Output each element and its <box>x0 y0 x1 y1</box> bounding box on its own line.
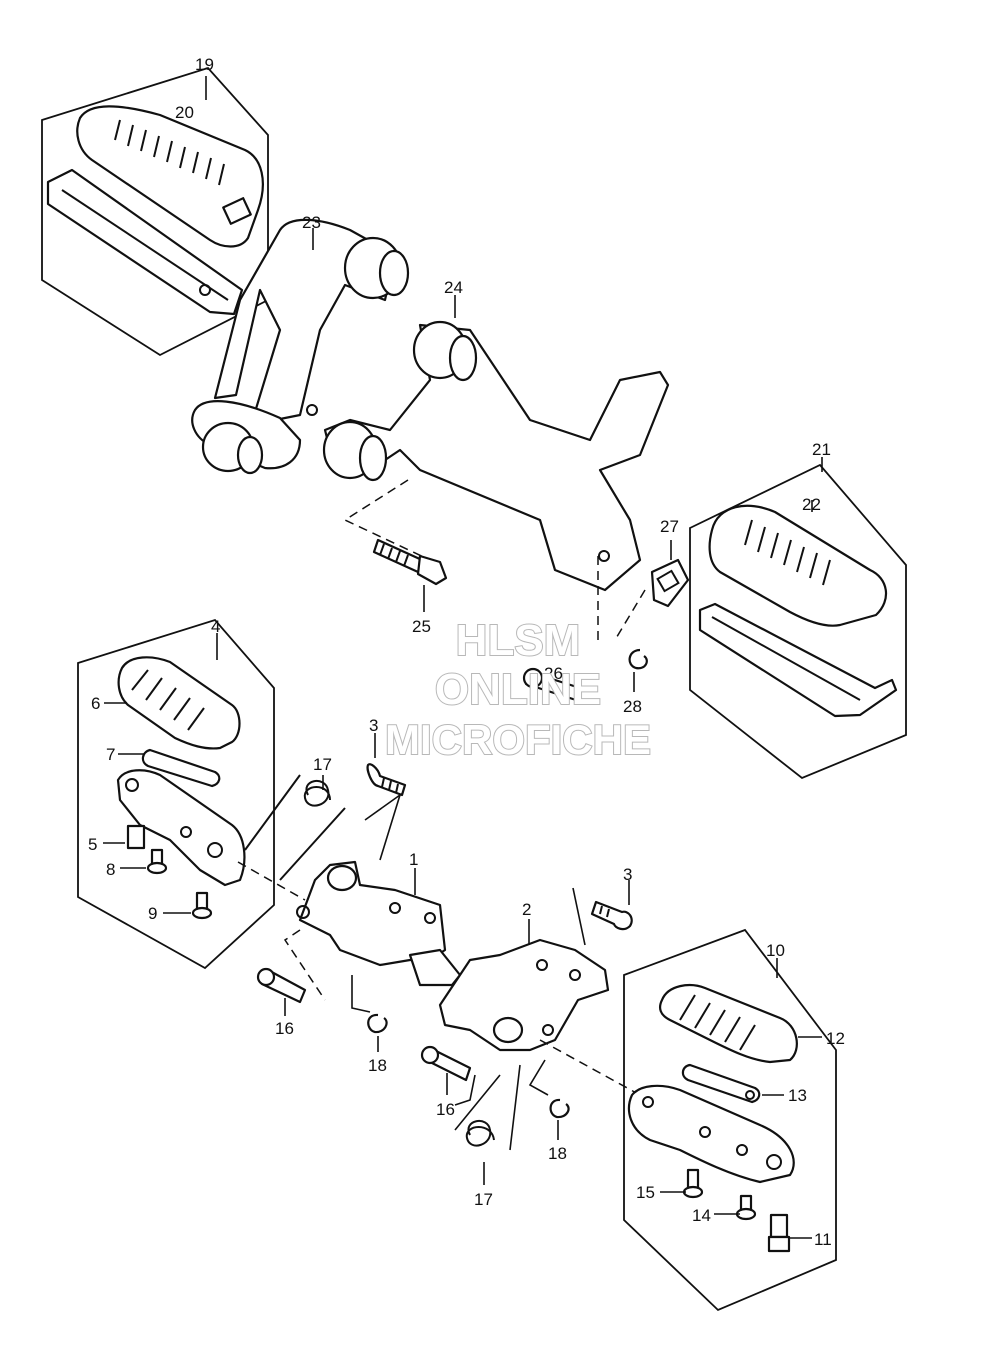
leader-2-10 <box>539 1039 641 1096</box>
watermark-line-3: MICROFICHE <box>385 716 651 763</box>
pin-16-right <box>420 1045 476 1106</box>
label-16-left: 16 <box>275 1019 294 1038</box>
label-5: 5 <box>88 835 97 854</box>
footrest-grip-12 <box>659 984 822 1064</box>
label-1: 1 <box>409 850 418 869</box>
bolt-5 <box>103 824 146 850</box>
label-9: 9 <box>148 904 157 923</box>
label-14: 14 <box>692 1206 711 1225</box>
pin-16-left <box>256 967 307 1016</box>
plate-13 <box>681 1063 784 1104</box>
label-18-right: 18 <box>548 1144 567 1163</box>
label-20: 20 <box>175 103 194 122</box>
spring-17-top <box>244 774 346 881</box>
spring-17-bottom <box>454 1064 521 1185</box>
rear-bracket-23 <box>191 218 410 475</box>
bolt-3-top <box>364 733 407 861</box>
label-27: 27 <box>660 517 679 536</box>
label-28: 28 <box>623 697 642 716</box>
rear-bracket-24 <box>322 295 670 592</box>
footrest-body-4 <box>116 769 246 887</box>
label-3-top: 3 <box>369 716 378 735</box>
label-25: 25 <box>412 617 431 636</box>
part-number-labels: 19 20 23 24 21 22 27 25 4 26 6 28 3 7 17… <box>88 55 845 1249</box>
bracket-1 <box>296 860 462 987</box>
label-17-top: 17 <box>313 755 332 774</box>
label-24: 24 <box>444 278 463 297</box>
bolt-11 <box>767 1213 812 1253</box>
watermark: HLSM ONLINE MICROFICHE <box>384 615 652 764</box>
footrest-body-10 <box>627 1084 795 1184</box>
label-21: 21 <box>812 440 831 459</box>
bolt-15 <box>660 1168 704 1199</box>
rear-footrest-grip-22 <box>708 500 887 627</box>
label-23: 23 <box>302 213 321 232</box>
bolt-8 <box>120 848 168 875</box>
pin-26 <box>522 667 582 702</box>
label-13: 13 <box>788 1086 807 1105</box>
label-16-right: 16 <box>436 1100 455 1119</box>
footrest-grip-6 <box>104 656 241 750</box>
label-6: 6 <box>91 694 100 713</box>
label-10: 10 <box>766 941 785 960</box>
label-18-left: 18 <box>368 1056 387 1075</box>
rear-footrest-plate-22 <box>698 602 898 718</box>
watermark-line-1: HLSM <box>456 616 581 665</box>
leader-4-1 <box>237 861 306 901</box>
label-4: 4 <box>211 617 220 636</box>
label-22: 22 <box>802 495 821 514</box>
group-box-10 <box>623 928 837 1312</box>
clip-18-left <box>351 975 388 1052</box>
label-26: 26 <box>544 664 563 683</box>
group-box-21 <box>689 457 907 780</box>
label-2: 2 <box>522 900 531 919</box>
leader-28 <box>614 589 646 641</box>
label-17-bottom: 17 <box>474 1190 493 1209</box>
rear-footrest-grip-20 <box>76 105 264 248</box>
bracket-2 <box>438 887 610 1052</box>
label-19: 19 <box>195 55 214 74</box>
plate-7 <box>118 748 221 788</box>
label-12: 12 <box>826 1029 845 1048</box>
label-11: 11 <box>814 1230 832 1249</box>
rear-footrest-plate-20 <box>46 168 244 316</box>
bolt-14 <box>714 1194 757 1221</box>
label-8: 8 <box>106 860 115 879</box>
label-15: 15 <box>636 1183 655 1202</box>
clip-18-right <box>528 1059 570 1140</box>
label-3-right: 3 <box>623 865 632 884</box>
bolt-3-right <box>590 880 633 931</box>
leader-1-16 <box>283 929 326 1001</box>
group-box-4 <box>77 618 275 970</box>
bolt-25 <box>372 538 448 612</box>
leader-23-25 <box>343 479 431 561</box>
watermark-line-2: ONLINE <box>435 665 601 714</box>
label-7: 7 <box>106 745 115 764</box>
washer-27 <box>650 540 690 608</box>
clip-28 <box>628 648 648 692</box>
bolt-9 <box>163 891 213 920</box>
